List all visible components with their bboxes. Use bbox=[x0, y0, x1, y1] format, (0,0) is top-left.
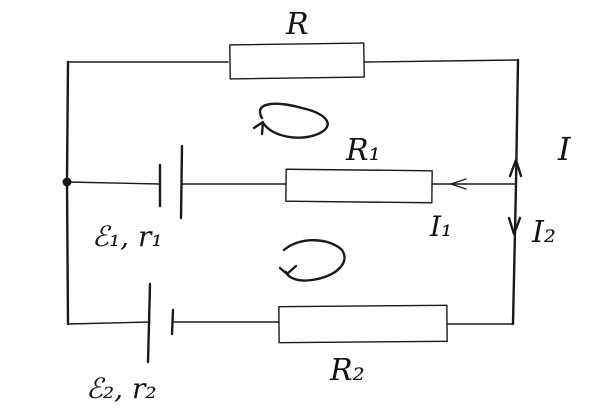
battery1-short-plate bbox=[179, 144, 184, 220]
resistor-R2 bbox=[278, 304, 448, 344]
right-vertical-wire bbox=[511, 58, 520, 326]
bottom-wire-left bbox=[67, 321, 151, 325]
label-emf1: ℰ₁, r₁ bbox=[92, 220, 163, 253]
top-wire-right bbox=[364, 59, 519, 63]
label-R1: R₁ bbox=[345, 133, 381, 168]
loop-arrow-upper bbox=[258, 102, 329, 139]
loop-arrow-upper-head bbox=[252, 120, 265, 136]
middle-wire-left bbox=[66, 181, 161, 185]
loop-arrow-lower bbox=[282, 239, 346, 282]
label-R2: R₂ bbox=[329, 353, 365, 388]
loop-arrow-lower-head bbox=[278, 264, 298, 276]
battery2-long-plate bbox=[146, 282, 152, 364]
current-I2-arrow bbox=[507, 216, 522, 236]
label-R: R bbox=[285, 7, 309, 42]
current-I1-arrow bbox=[450, 178, 467, 190]
label-I: I bbox=[557, 130, 572, 168]
label-I2: I₂ bbox=[531, 215, 556, 250]
current-I-arrow bbox=[508, 158, 523, 178]
resistor-R bbox=[229, 42, 365, 80]
resistor-R1 bbox=[285, 168, 433, 204]
label-emf2: ℰ₂, r₂ bbox=[86, 372, 157, 405]
label-I1: I₁ bbox=[429, 210, 452, 243]
left-vertical-wire bbox=[65, 60, 70, 326]
